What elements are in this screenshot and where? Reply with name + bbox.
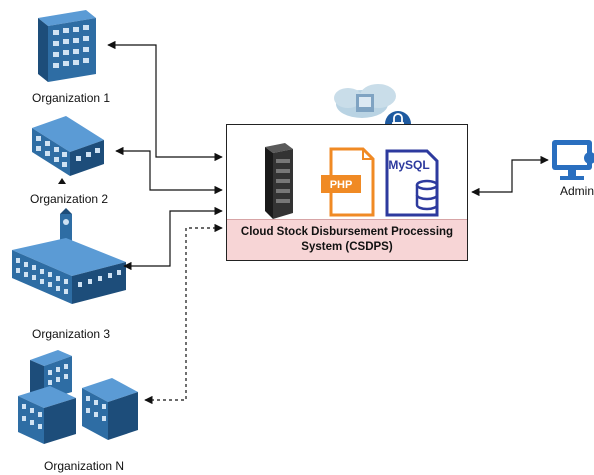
organization-n-label: Organization N [44,459,125,473]
connector-org-n [144,223,223,405]
mysql-label: MySQL [388,158,429,172]
php-label: PHP [330,179,353,191]
organization-3-label: Organization 3 [32,327,111,341]
mysql-file-icon [385,149,439,217]
system-caption: Cloud Stock Disbursement Processing Syst… [227,219,467,260]
organization-1-building-icon [38,10,96,82]
php-file-icon [321,147,375,217]
system-title-line1: Cloud Stock Disbursement Processing [240,226,454,238]
system-title-line2: System (CSDPS) [301,241,393,253]
connector-org2 [115,146,223,195]
csdps-system-box: PHP MySQL Cloud Stock Disbursement Proce… [226,124,468,261]
admin-computer-icon [552,140,594,180]
organization-3-building-icon [12,208,126,304]
server-icon [265,143,293,219]
system-components: PHP MySQL [265,143,439,219]
organization-1-label: Organization 1 [32,91,111,105]
organization-2-building-icon [32,116,104,184]
admin-label: Admin [560,184,594,198]
organization-n-building-icon [18,350,138,444]
connector-org1 [107,40,223,162]
connector-admin [471,155,549,197]
organization-2-label: Organization 2 [30,192,109,206]
connector-org3 [123,206,223,271]
